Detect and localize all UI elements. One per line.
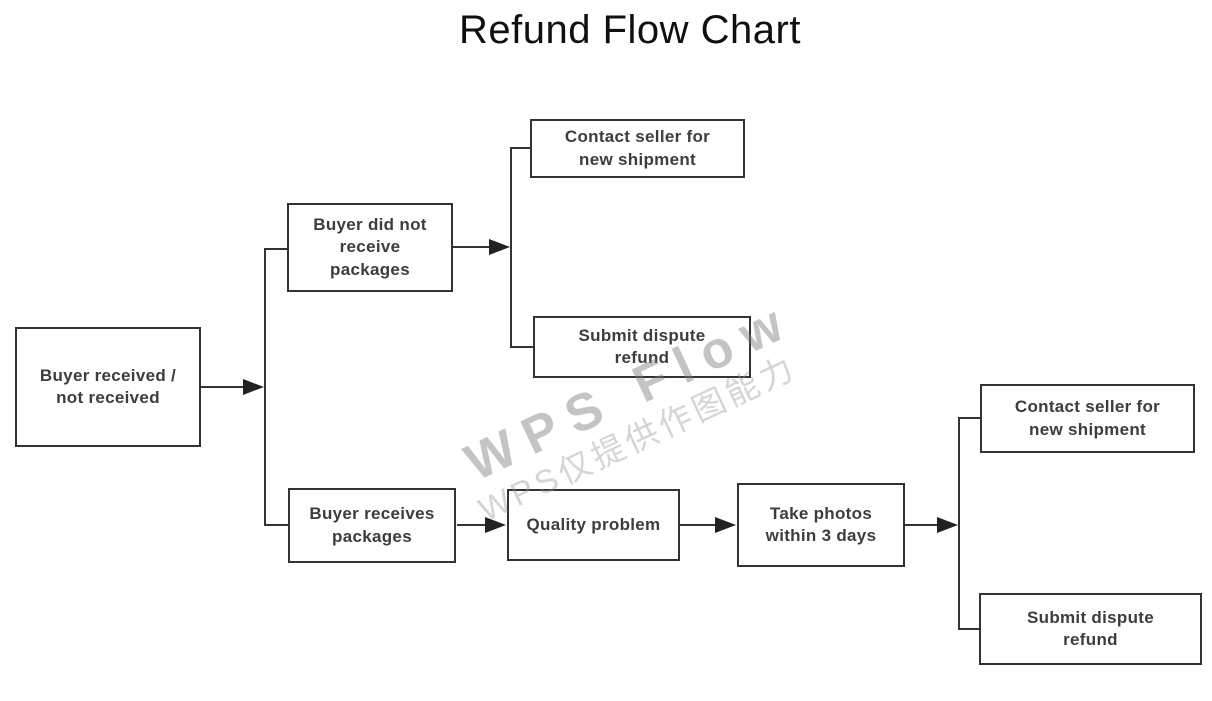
node-submit-dispute-top: Submit dispute refund xyxy=(533,316,751,378)
node-take-photos: Take photos within 3 days xyxy=(737,483,905,567)
node-submit-dispute-right-label: Submit dispute refund xyxy=(1027,607,1154,649)
node-buyer-received-label: Buyer received / not received xyxy=(39,365,177,407)
node-take-photos-label: Take photos within 3 days xyxy=(765,503,877,545)
node-quality-problem-label: Quality problem xyxy=(526,514,661,534)
node-contact-seller-top: Contact seller for new shipment xyxy=(530,119,745,178)
connector-paths xyxy=(201,147,980,630)
node-buyer-did-not-receive: Buyer did not receive packages xyxy=(287,203,453,292)
arrowheads xyxy=(243,239,958,533)
arrowhead-didnotreceive xyxy=(489,239,510,255)
node-contact-seller-right: Contact seller for new shipment xyxy=(980,384,1195,453)
arrowhead-to-photos xyxy=(715,517,736,533)
node-submit-dispute-right: Submit dispute refund xyxy=(979,593,1202,665)
chart-title: Refund Flow Chart xyxy=(459,8,801,52)
node-quality-problem: Quality problem xyxy=(507,489,680,561)
node-buyer-did-not-receive-label: Buyer did not receive packages xyxy=(313,214,427,279)
node-buyer-receives-label: Buyer receives packages xyxy=(309,504,435,546)
node-buyer-receives: Buyer receives packages xyxy=(288,488,456,563)
node-submit-dispute-top-label: Submit dispute refund xyxy=(578,325,706,367)
arrowhead-to-quality xyxy=(485,517,506,533)
node-contact-seller-top-label: Contact seller for new shipment xyxy=(564,127,711,169)
node-buyer-received: Buyer received / not received xyxy=(15,327,201,447)
arrowhead-received xyxy=(243,379,264,395)
connector-branch1-trunk xyxy=(264,248,288,526)
connector-branch2-trunk xyxy=(510,147,533,348)
node-contact-seller-right-label: Contact seller for new shipment xyxy=(1014,397,1161,439)
arrowhead-photos-branch xyxy=(937,517,958,533)
connector-branch3-trunk xyxy=(958,417,980,630)
